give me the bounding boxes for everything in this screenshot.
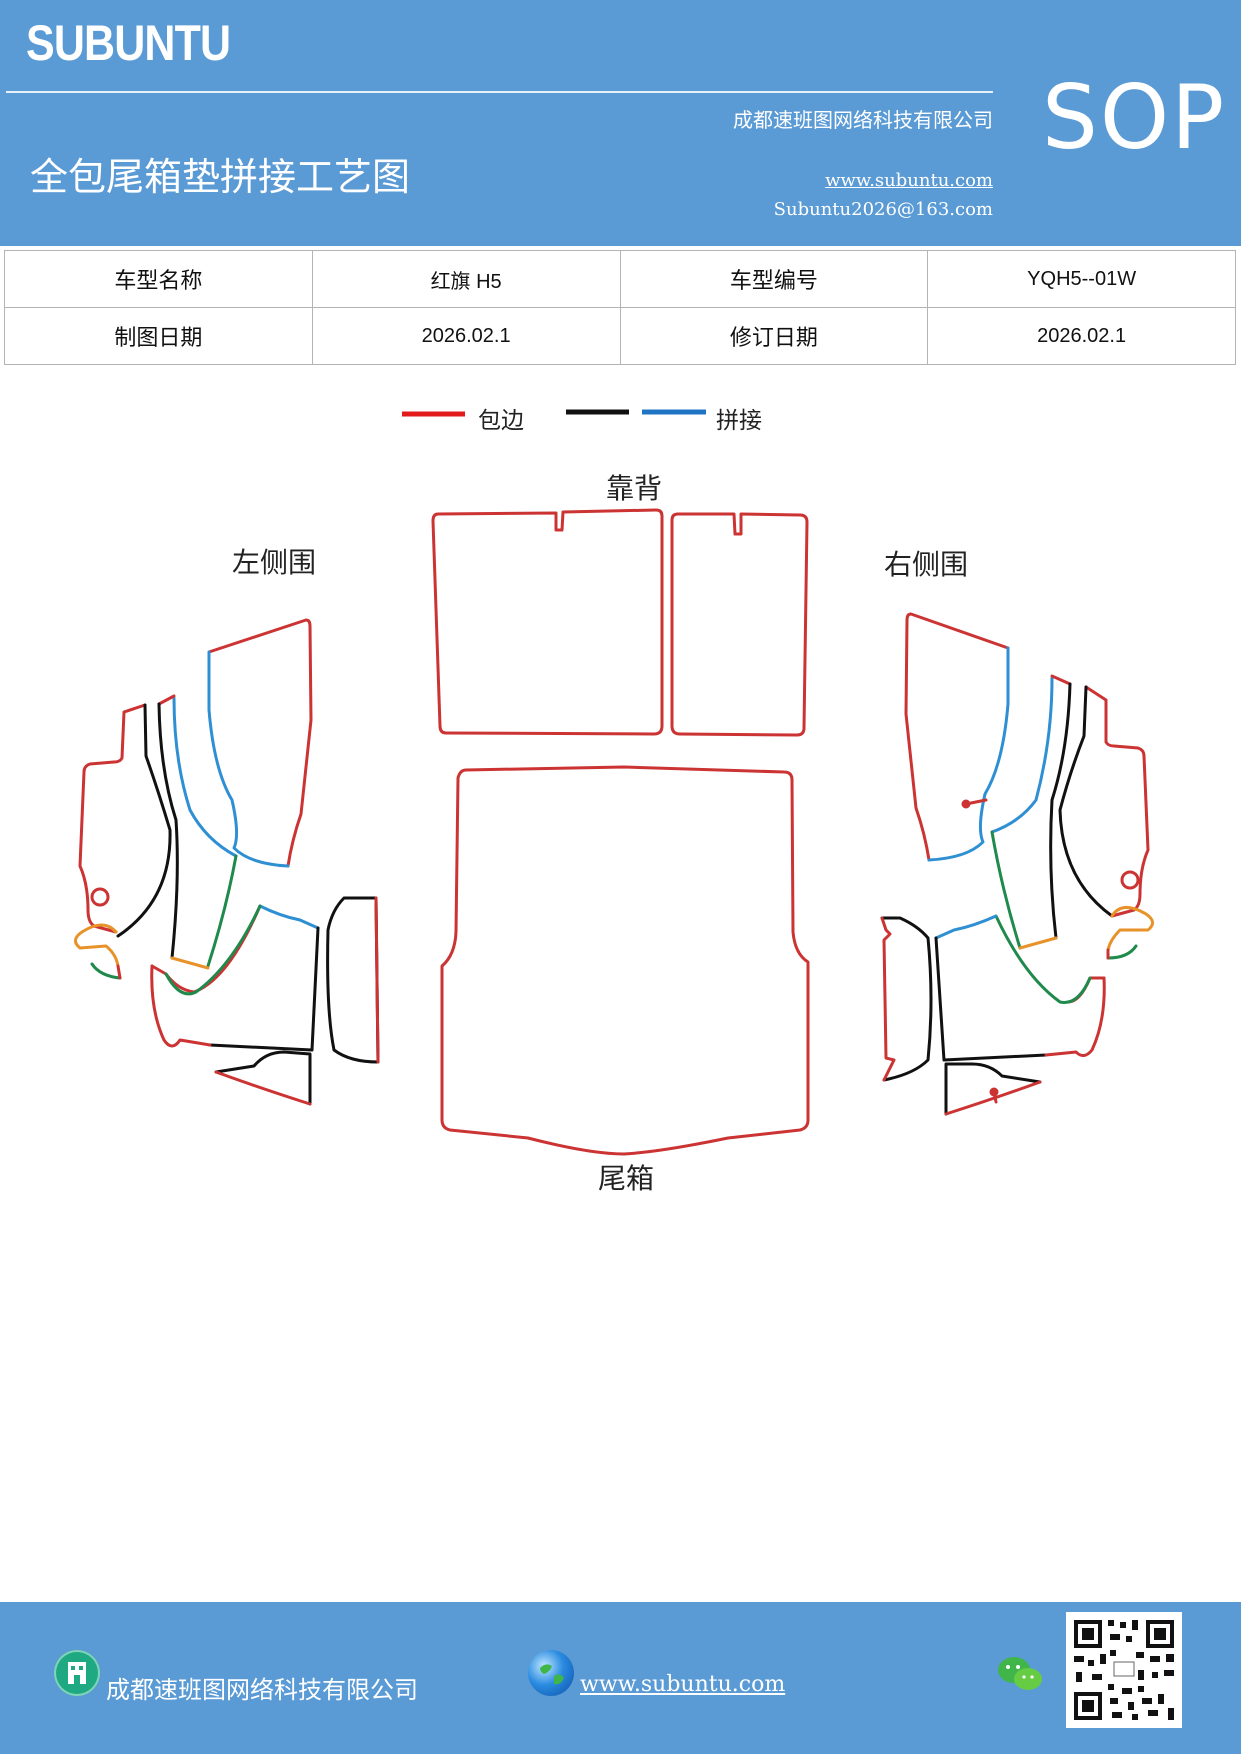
- right-side-outer-seam-black: [1058, 685, 1114, 918]
- left-side-outer-seam-black: [116, 703, 172, 938]
- backrest-panel-right: [670, 512, 809, 737]
- label-backrest: 靠背: [606, 472, 662, 505]
- vehicle-info-table: 车型名称 红旗 H5 车型编号 YQH5--01W 制图日期 2026.02.1…: [4, 250, 1236, 365]
- left-side-lower-seam-blue: [258, 904, 320, 930]
- model-code-value: YQH5--01W: [927, 250, 1236, 308]
- right-side-bottom-dot: [989, 1087, 999, 1097]
- left-side-small-orange: [74, 923, 120, 968]
- model-name-value: 红旗 H5: [311, 250, 621, 308]
- left-side-mid-edge: [157, 694, 176, 706]
- left-side-bottom-edge: [214, 1070, 312, 1106]
- qr-code-pattern: [1074, 1620, 1174, 1720]
- left-side-strip-edge: [374, 896, 380, 1064]
- footer-banner: 成都速班图网络科技有限公司 www.subuntu.com: [0, 1602, 1241, 1754]
- legend: 包边 拼接: [402, 408, 762, 434]
- legend-label-seam: 拼接: [716, 408, 762, 434]
- sop-badge: SOP: [1042, 66, 1227, 169]
- right-side-mid-seam-black: [1049, 682, 1072, 940]
- right-side-bottom-piece: [944, 1062, 1042, 1116]
- wechat-icon[interactable]: [996, 1654, 1044, 1698]
- left-side-lower-panel-red: [150, 964, 212, 1048]
- globe-icon: [528, 1650, 574, 1696]
- legend-label-edge: 包边: [478, 408, 524, 434]
- right-side-mid-edge: [1050, 674, 1072, 686]
- revision-date-label: 修订日期: [619, 307, 929, 365]
- right-side-red-dot: [961, 799, 971, 809]
- website-link[interactable]: www.subuntu.com: [825, 170, 993, 191]
- left-side-mount-hole: [90, 887, 110, 907]
- right-side-small-green: [1106, 944, 1138, 960]
- label-left-side: 左侧围: [232, 546, 316, 579]
- right-side-outer-edge: [1084, 685, 1150, 918]
- table-row: 制图日期 2026.02.1 修订日期 2026.02.1: [4, 307, 1236, 365]
- document-title: 全包尾箱垫拼接工艺图: [30, 155, 411, 199]
- left-side-bottom-piece: [214, 1050, 312, 1106]
- left-side-upper-panel: [207, 618, 313, 868]
- header-divider: [6, 91, 993, 93]
- company-name: 成都速班图网络科技有限公司: [733, 108, 993, 132]
- qr-code: [1066, 1612, 1182, 1728]
- right-side-lower-seam-blue: [934, 914, 998, 940]
- right-side-strip-panel: [880, 916, 933, 1082]
- right-side-upper-seam: [927, 646, 1010, 862]
- right-side-mid-seam-orange: [1018, 936, 1058, 950]
- header-banner: SUBUNTU 成都速班图网络科技有限公司 全包尾箱垫拼接工艺图 www.sub…: [0, 0, 1241, 246]
- brand-logo: SUBUNTU: [26, 15, 231, 71]
- left-side-lower-panel-black: [208, 926, 320, 1052]
- building-icon: [54, 1650, 100, 1696]
- left-side-upper-seam: [207, 650, 290, 868]
- right-side-strip-edge: [880, 916, 896, 1082]
- drawing-date-value: 2026.02.1: [311, 307, 621, 365]
- revision-date-value: 2026.02.1: [927, 307, 1236, 365]
- right-side-lower-panel-red: [1044, 976, 1106, 1057]
- left-side-lower-seam-green: [164, 904, 262, 996]
- right-side-small-orange: [1106, 906, 1154, 952]
- left-side-mid-seam-orange: [170, 956, 210, 970]
- footer-website-link[interactable]: www.subuntu.com: [580, 1672, 786, 1697]
- right-side-mid-seam-green: [990, 830, 1022, 950]
- model-code-label: 车型编号: [619, 250, 929, 308]
- table-row: 车型名称 红旗 H5 车型编号 YQH5--01W: [4, 250, 1236, 308]
- left-side-outer-edge: [78, 703, 147, 934]
- drawing-date-label: 制图日期: [4, 307, 313, 365]
- left-side-mid-seam-blue: [172, 696, 238, 858]
- right-side-lower-panel-black: [934, 936, 1048, 1062]
- right-side-lower-seam-green: [994, 914, 1092, 1004]
- right-side-bottom-edge: [944, 1080, 1042, 1116]
- left-side-small-green: [90, 962, 122, 980]
- right-side-mid-seam-blue: [990, 676, 1054, 834]
- backrest-panel-left: [431, 508, 664, 736]
- label-trunk: 尾箱: [598, 1162, 654, 1195]
- right-side-upper-panel: [904, 612, 1010, 862]
- label-right-side: 右侧围: [884, 548, 968, 581]
- email-address[interactable]: Subuntu2026@163.com: [773, 199, 993, 220]
- left-side-strip-panel: [326, 896, 380, 1064]
- trunk-floor-panel: [440, 765, 810, 1156]
- left-side-mid-seam-black: [157, 702, 179, 960]
- left-side-mid-seam-green: [206, 854, 238, 968]
- left-side-small-edge: [116, 964, 122, 980]
- footer-company-name: 成都速班图网络科技有限公司: [106, 1676, 418, 1704]
- right-side-mount-hole: [1120, 870, 1140, 890]
- model-name-label: 车型名称: [4, 250, 313, 308]
- splice-diagram: 包边 拼接 靠背 左侧围 右侧围 尾箱: [74, 408, 1154, 1195]
